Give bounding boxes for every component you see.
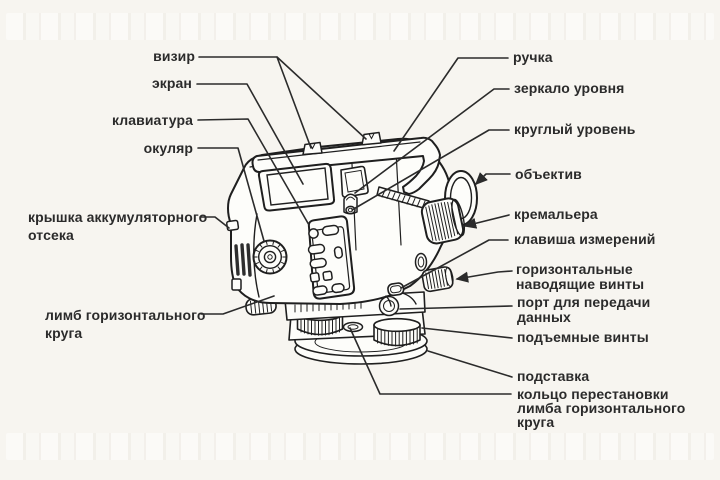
foot-screw-right	[373, 317, 421, 347]
label-handle: ручка	[513, 49, 553, 65]
support-arm	[385, 292, 417, 307]
label-keypad: клавиатура	[111, 112, 193, 128]
label-foot-screws: подъемные винты	[517, 329, 649, 345]
label-circle-setting-ring: кольцо перестановки лимба горизонтальног…	[517, 386, 686, 430]
label-objective: объектив	[515, 166, 582, 182]
label-screen: экран	[151, 75, 192, 91]
sight-front	[302, 141, 323, 156]
horizontal-tangent-screw	[421, 266, 454, 293]
label-data-port: порт для передачи данных	[517, 294, 651, 325]
circular-bubble-level	[345, 205, 356, 215]
handle	[251, 136, 441, 195]
battery-latch	[226, 219, 240, 232]
focus-knob	[420, 197, 466, 245]
label-battery-cover: крышка аккумуляторного отсека	[28, 209, 208, 243]
watermark-band-bottom	[6, 433, 714, 460]
label-base-plate: подставка	[517, 368, 590, 384]
keypad	[307, 215, 356, 300]
leader-lines	[196, 56, 513, 395]
label-focus-knob: кремальера	[514, 206, 598, 222]
eyepiece	[252, 239, 288, 275]
ring-horizontal-circle	[342, 321, 364, 333]
label-eyepiece: окуляр	[143, 140, 193, 156]
screen	[257, 162, 336, 212]
label-tangent-screws: горизонтальные наводящие винты	[516, 261, 645, 292]
label-measure-key: клавиша измерений	[514, 231, 656, 247]
label-sight: визир	[153, 48, 195, 64]
watermark-band-top	[6, 13, 714, 40]
label-level-mirror: зеркало уровня	[514, 80, 625, 96]
label-circular-bubble: круглый уровень	[514, 121, 636, 137]
label-horizontal-circle-limb: лимб горизонтального круга	[45, 307, 206, 341]
battery-cover	[226, 219, 252, 291]
sight-rear	[361, 131, 382, 146]
measure-key	[387, 282, 405, 297]
